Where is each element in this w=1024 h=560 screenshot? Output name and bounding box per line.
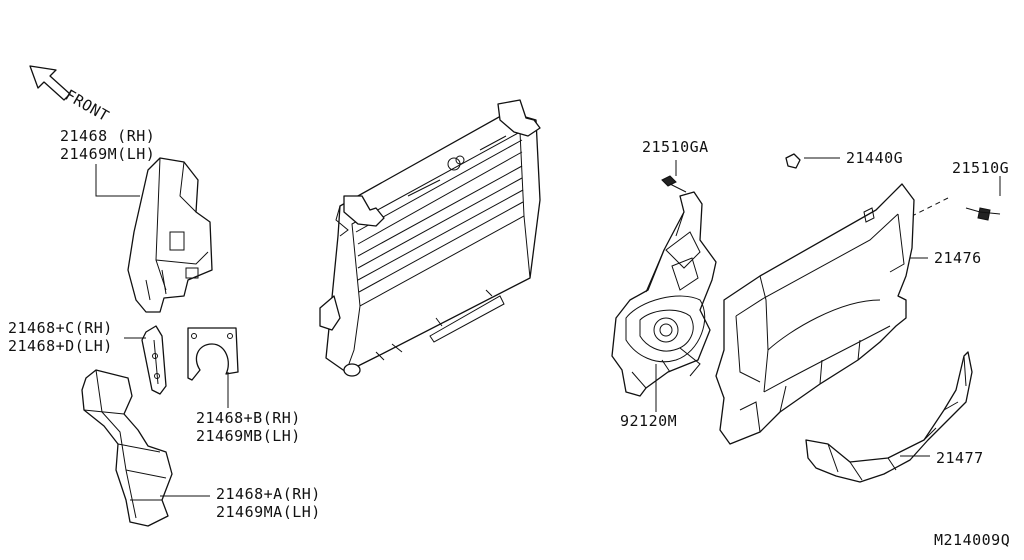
label-21469mb-lh: 21469MB(LH) xyxy=(196,427,301,445)
fan-motor-assembly-part xyxy=(611,191,717,397)
label-21440g: 21440G xyxy=(846,149,903,167)
label-21468b-rh: 21468+B(RH) xyxy=(196,409,301,427)
bolt-21510ga-part xyxy=(661,160,687,193)
label-92120m: 92120M xyxy=(620,412,677,430)
lower-air-guide-part xyxy=(81,369,173,527)
label-21469ma-lh: 21469MA(LH) xyxy=(216,503,321,521)
label-21468c-rh: 21468+C(RH) xyxy=(8,319,113,337)
lower-shroud-part xyxy=(805,351,973,483)
fan-shroud-part xyxy=(715,183,915,445)
label-21468a-rh: 21468+A(RH) xyxy=(216,485,321,503)
small-bracket-part xyxy=(141,325,167,395)
bolt-21510g-part xyxy=(965,207,1001,221)
label-21469m-lh: 21469M(LH) xyxy=(60,145,155,163)
label-21477: 21477 xyxy=(936,449,984,467)
diagram-code: M214009Q xyxy=(934,531,1010,549)
label-21510g: 21510G xyxy=(952,159,1009,177)
radiator-part xyxy=(319,99,541,377)
seal-plate-part xyxy=(187,327,239,381)
label-21468-rh: 21468 (RH) xyxy=(60,127,155,145)
label-21468d-lh: 21468+D(LH) xyxy=(8,337,113,355)
clip-21440g-part xyxy=(785,153,801,169)
front-label: FRONT xyxy=(62,86,112,125)
leader-lines xyxy=(95,157,1001,497)
label-21510ga: 21510GA xyxy=(642,138,709,156)
label-21476: 21476 xyxy=(934,249,982,267)
upper-air-guide-part xyxy=(127,157,213,313)
front-arrow-icon xyxy=(29,65,71,101)
